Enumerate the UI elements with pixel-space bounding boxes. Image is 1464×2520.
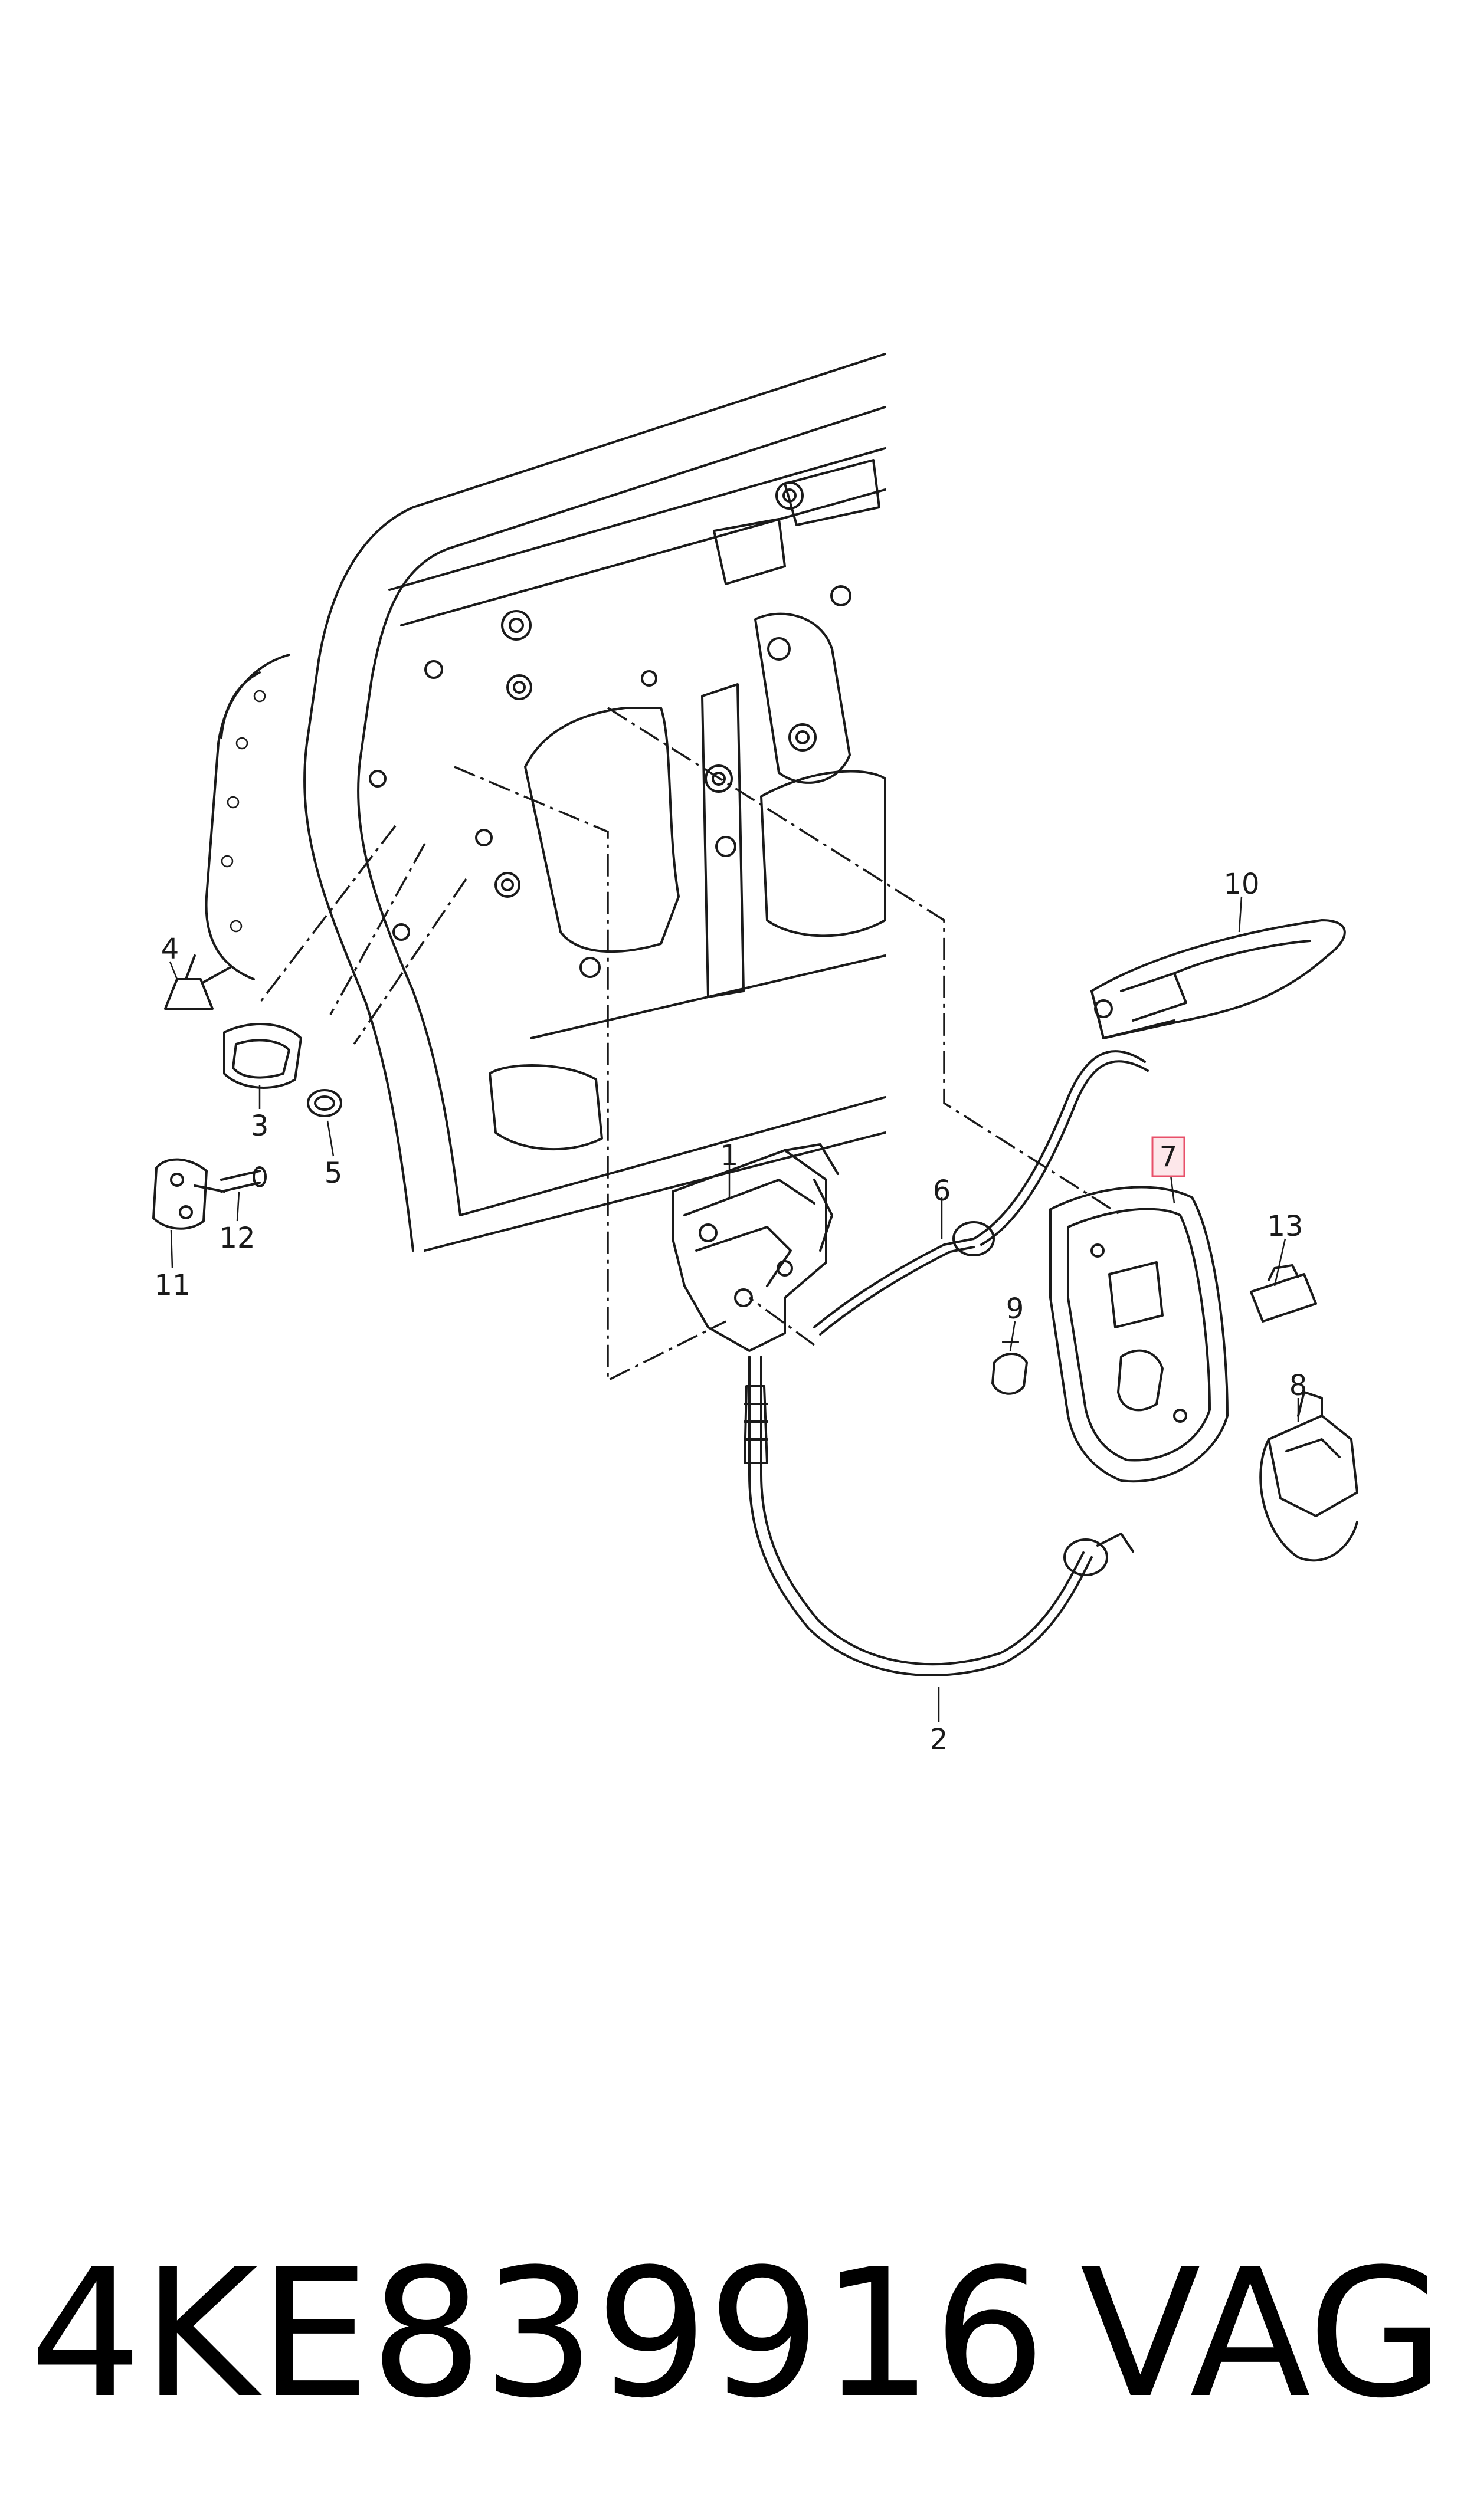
callout-13: 13	[1267, 1210, 1303, 1243]
part-2-bowden-cable	[744, 1356, 1134, 1676]
part-12-bolt	[220, 1166, 267, 1193]
part-1-door-lock	[672, 1143, 839, 1352]
part-8-actuator	[1259, 1391, 1358, 1562]
callout-9: 9	[1006, 1292, 1024, 1325]
callout-10: 10	[1223, 868, 1259, 901]
part-10-handle	[1090, 919, 1346, 1039]
callout-11: 11	[154, 1269, 190, 1302]
part-13-cap	[1250, 1264, 1317, 1323]
part-7-bracket	[1049, 1186, 1229, 1483]
part-number: 4KE839916	[30, 2231, 1046, 2437]
part-4-screw	[164, 954, 231, 1010]
assembly-lines	[258, 707, 1122, 1382]
callout-7-highlight	[1151, 1136, 1185, 1177]
callout-5: 5	[325, 1157, 343, 1190]
callout-6: 6	[933, 1174, 951, 1208]
callout-2: 2	[930, 1723, 948, 1756]
callout-labels: 1 2 3 4 5 6 7 8 9 10 11 12 13	[154, 868, 1307, 1756]
brand-label: VAG	[1080, 2231, 1445, 2437]
part-3-cover	[223, 1023, 302, 1089]
callout-3: 3	[251, 1110, 269, 1143]
leader-lines	[169, 896, 1299, 1722]
door-panel	[205, 353, 886, 1252]
callout-4: 4	[161, 933, 179, 966]
door-mounting-holes	[369, 481, 851, 978]
callout-1: 1	[720, 1139, 739, 1172]
part-5-seal	[307, 1089, 342, 1117]
callout-8: 8	[1289, 1369, 1308, 1402]
door-edge-holes	[221, 690, 266, 933]
part-9-grommet	[991, 1341, 1028, 1395]
callout-7: 7	[1160, 1140, 1178, 1173]
part-11-striker	[152, 1158, 225, 1230]
callout-12: 12	[219, 1222, 255, 1255]
part-6-cable	[813, 1050, 1149, 1336]
